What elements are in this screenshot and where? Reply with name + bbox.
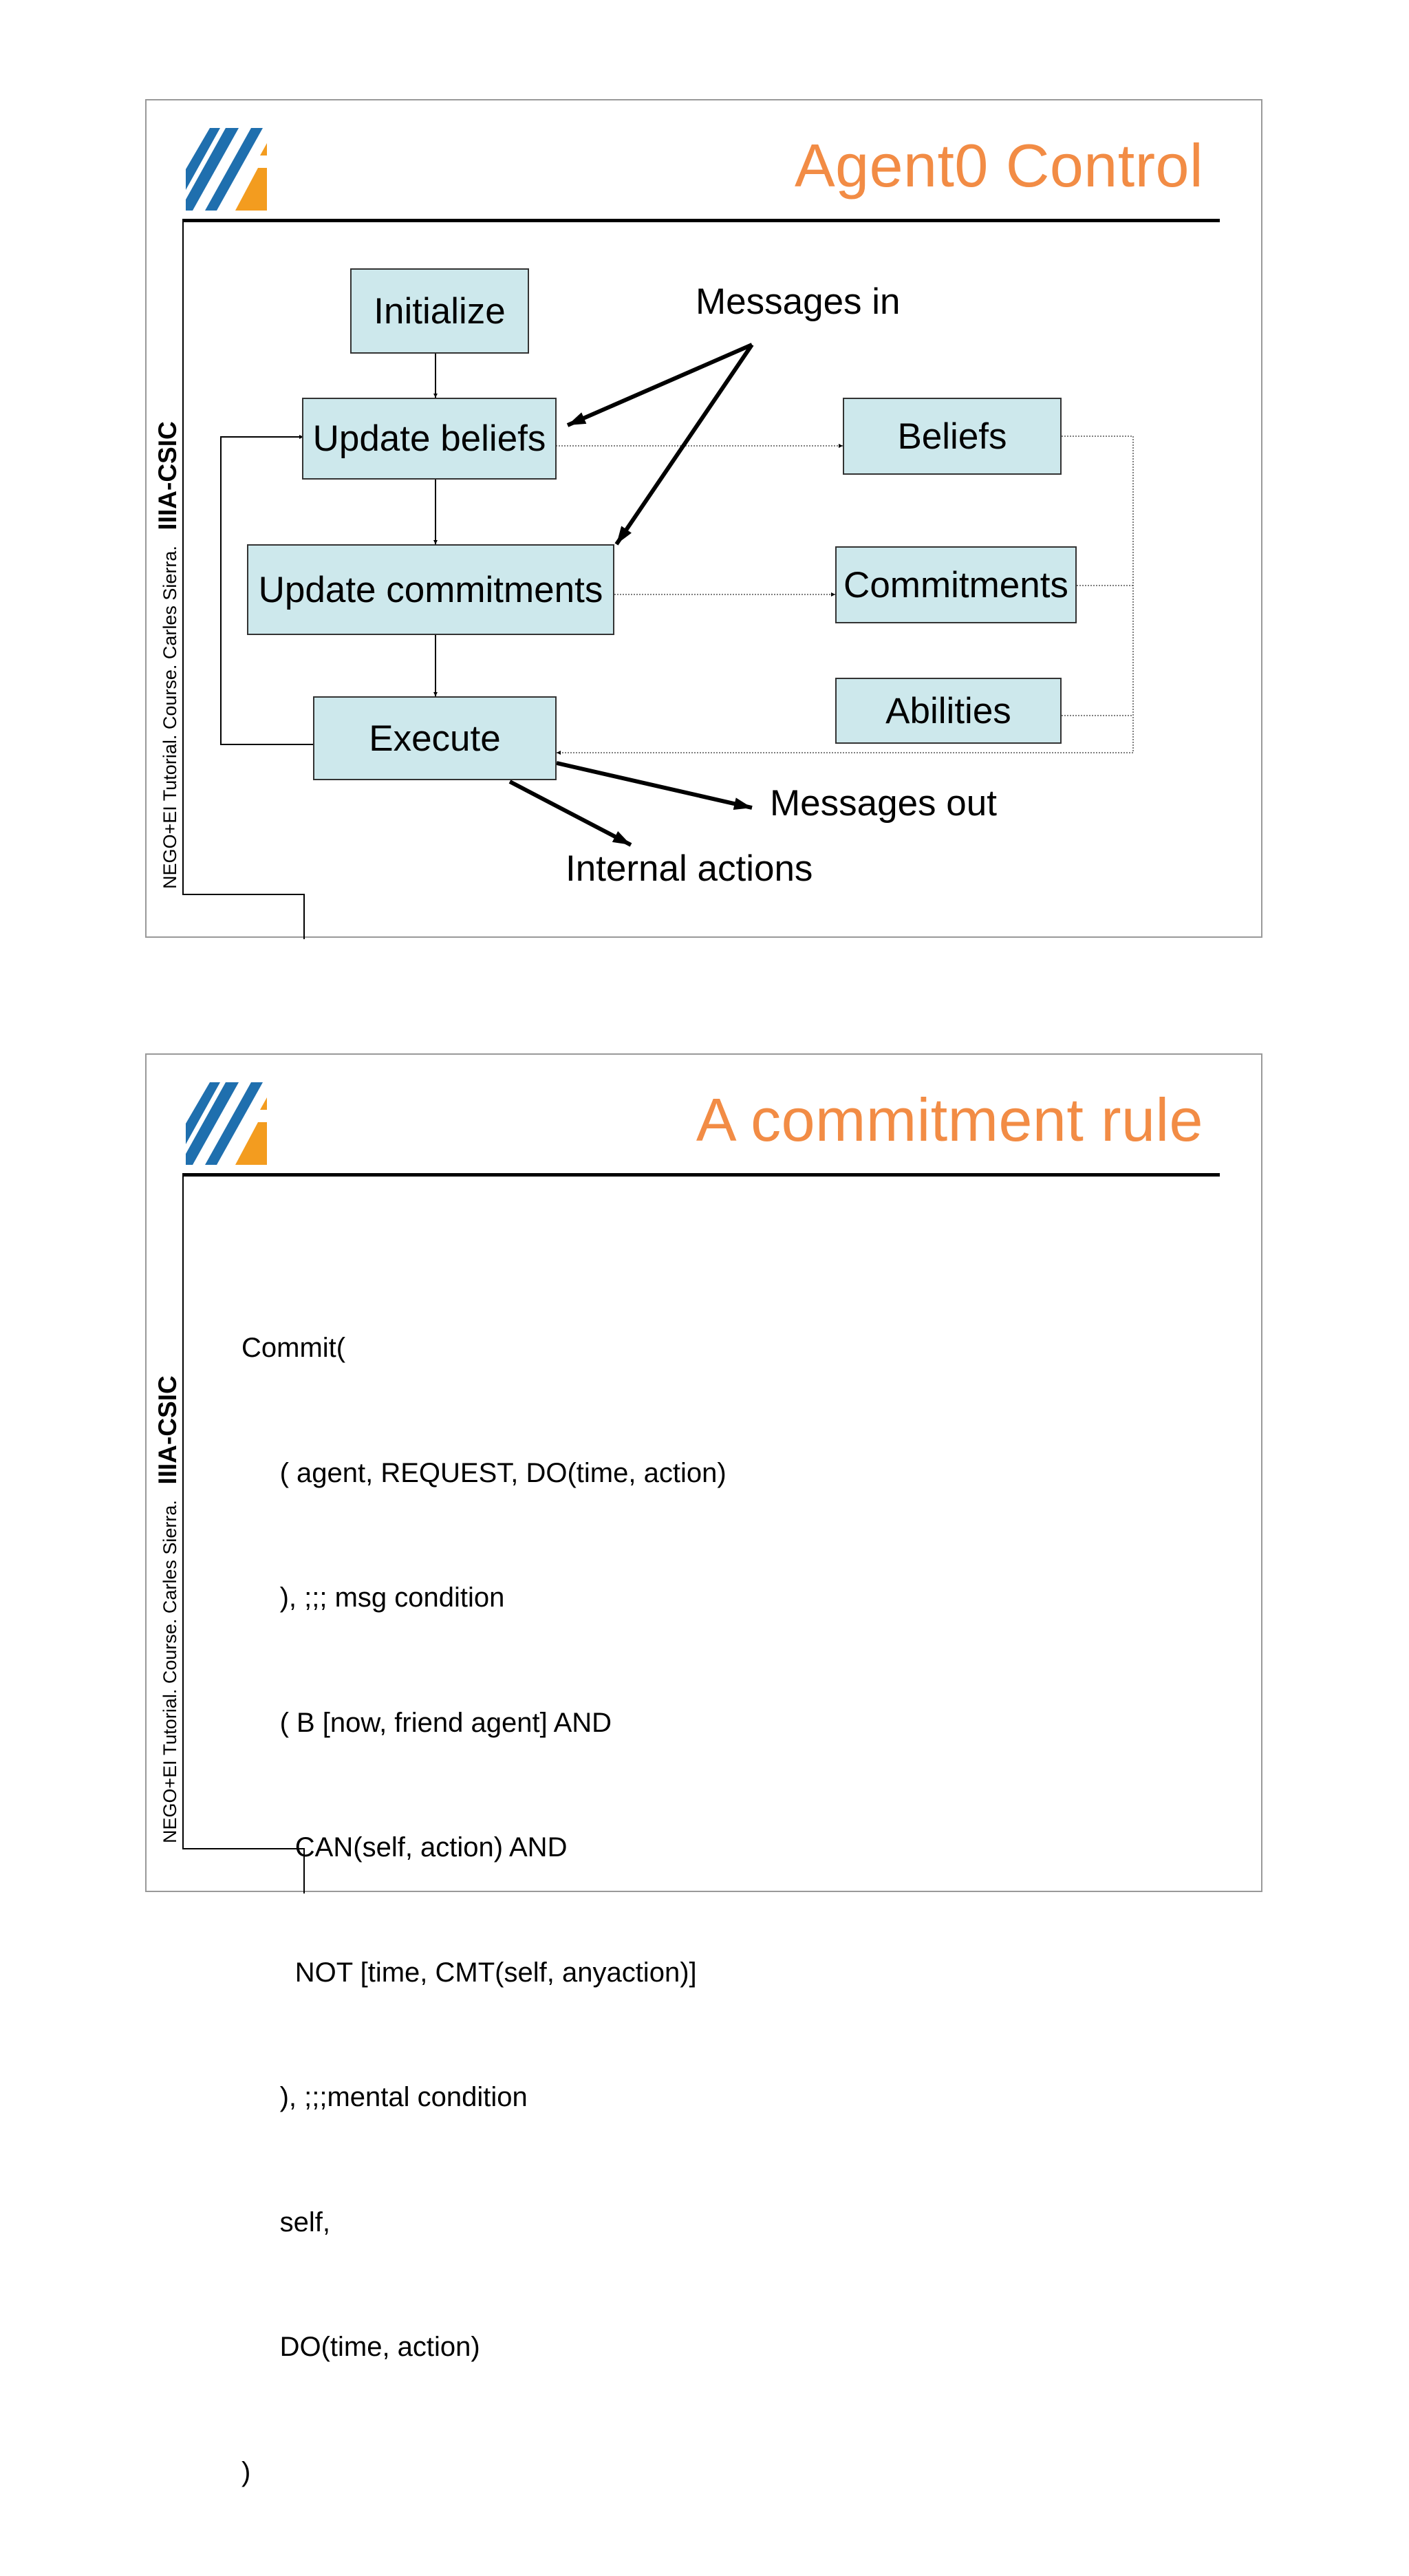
code-line: self, — [241, 2207, 330, 2237]
sidebar-course: NEGO+EI Tutorial. Course. Carles Sierra. — [160, 1500, 180, 1843]
messages-in-label: Messages in — [696, 281, 901, 322]
bottom-rule — [182, 894, 305, 895]
iiia-logo — [186, 1082, 267, 1165]
slide-agent0-control: NEGO+EI Tutorial. Course. Carles Sierra.… — [145, 99, 1262, 939]
internal-actions-arrow — [508, 780, 632, 847]
code-line: ), ;;; msg condition — [241, 1582, 505, 1613]
abilities-box: Abilities — [835, 678, 1062, 744]
slide-title: Agent0 Control — [794, 131, 1203, 200]
update-beliefs-label: Update beliefs — [312, 418, 546, 459]
initialize-box: Initialize — [350, 268, 529, 354]
iiia-logo — [186, 128, 267, 211]
update-commitments-label: Update commitments — [258, 569, 603, 610]
code-line: Commit( — [241, 1333, 346, 1363]
stores-to-execute-line — [557, 436, 1134, 755]
left-rule — [182, 219, 184, 895]
messages-in-arrow-beliefs — [566, 343, 753, 427]
messages-in-arrow-commitments — [614, 343, 754, 546]
internal-actions-label: Internal actions — [566, 848, 813, 889]
code-line: ), ;;;mental condition — [241, 2082, 528, 2112]
messages-out-arrow — [556, 761, 753, 810]
bottom-corner-rule — [303, 1848, 305, 1893]
commitments-label: Commitments — [843, 564, 1068, 605]
sidebar-org: IIIA-CSIC — [153, 1375, 182, 1485]
code-line: DO(time, action) — [241, 2332, 480, 2362]
code-line: CAN(self, action) AND — [241, 1832, 568, 1863]
loop-back-arrow — [220, 435, 313, 745]
control-flow-diagram — [220, 343, 1134, 847]
code-line: ( B [now, friend agent] AND — [241, 1707, 612, 1738]
slide-commitment-rule: NEGO+EI Tutorial. Course. Carles Sierra.… — [145, 1053, 1262, 2487]
update-beliefs-box: Update beliefs — [302, 398, 557, 480]
beliefs-label: Beliefs — [897, 416, 1007, 457]
title-rule — [182, 1173, 1220, 1177]
left-rule — [182, 1173, 184, 1849]
execute-label: Execute — [369, 718, 501, 759]
update-commitments-box: Update commitments — [247, 544, 614, 635]
bottom-rule — [182, 1848, 305, 1849]
beliefs-box: Beliefs — [843, 398, 1062, 475]
code-line: NOT [time, CMT(self, anyaction)] — [241, 1957, 697, 1988]
initialize-label: Initialize — [374, 290, 506, 332]
code-line: ) — [241, 2456, 251, 2487]
commitment-rule-code: Commit( ( agent, REQUEST, DO(time, actio… — [241, 1244, 727, 2576]
commitments-box: Commitments — [835, 546, 1077, 623]
slide-title: A commitment rule — [696, 1086, 1203, 1154]
messages-out-label: Messages out — [770, 783, 997, 824]
title-rule — [182, 219, 1220, 222]
abilities-label: Abilities — [885, 690, 1011, 731]
execute-box: Execute — [313, 696, 557, 780]
bottom-corner-rule — [303, 894, 305, 939]
sidebar-course-text: NEGO+EI Tutorial. Course. Carles Sierra.… — [153, 1375, 182, 1843]
code-line: ( agent, REQUEST, DO(time, action) — [241, 1457, 727, 1488]
